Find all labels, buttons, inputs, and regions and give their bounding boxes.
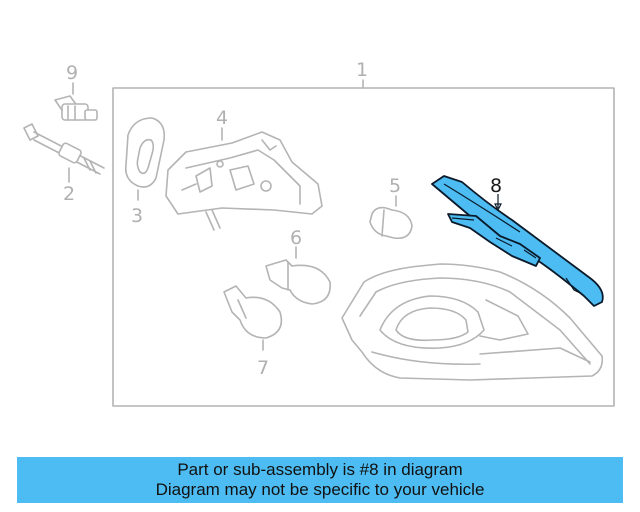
banner-line-1: Part or sub-assembly is #8 in diagram	[177, 460, 463, 479]
callout-9: 9	[66, 62, 78, 84]
info-banner: Part or sub-assembly is #8 in diagram Di…	[17, 457, 623, 503]
part-5-bulb	[369, 195, 413, 240]
banner-line-2: Diagram may not be specific to your vehi…	[155, 480, 485, 499]
callout-2: 2	[63, 183, 75, 205]
part-2-bolt	[23, 123, 105, 183]
callout-1: 1	[356, 59, 368, 81]
part-7-bulb	[223, 285, 283, 351]
part-4-bulb-holder	[165, 127, 323, 231]
callout-5: 5	[389, 175, 401, 197]
callout-8: 8	[490, 175, 502, 197]
part-6-bulb	[265, 246, 331, 305]
callout-7: 7	[257, 357, 269, 379]
parts-diagram: 1 9 2 3 4	[23, 59, 615, 407]
callout-6: 6	[290, 227, 302, 249]
part-8-reflector-highlighted	[431, 175, 604, 307]
callout-3: 3	[131, 205, 143, 227]
tail-lamp-housing	[341, 263, 604, 381]
callout-4: 4	[216, 107, 228, 129]
part-3-gasket	[124, 117, 166, 201]
part-9-socket	[54, 82, 98, 121]
assembly-frame	[112, 79, 615, 407]
